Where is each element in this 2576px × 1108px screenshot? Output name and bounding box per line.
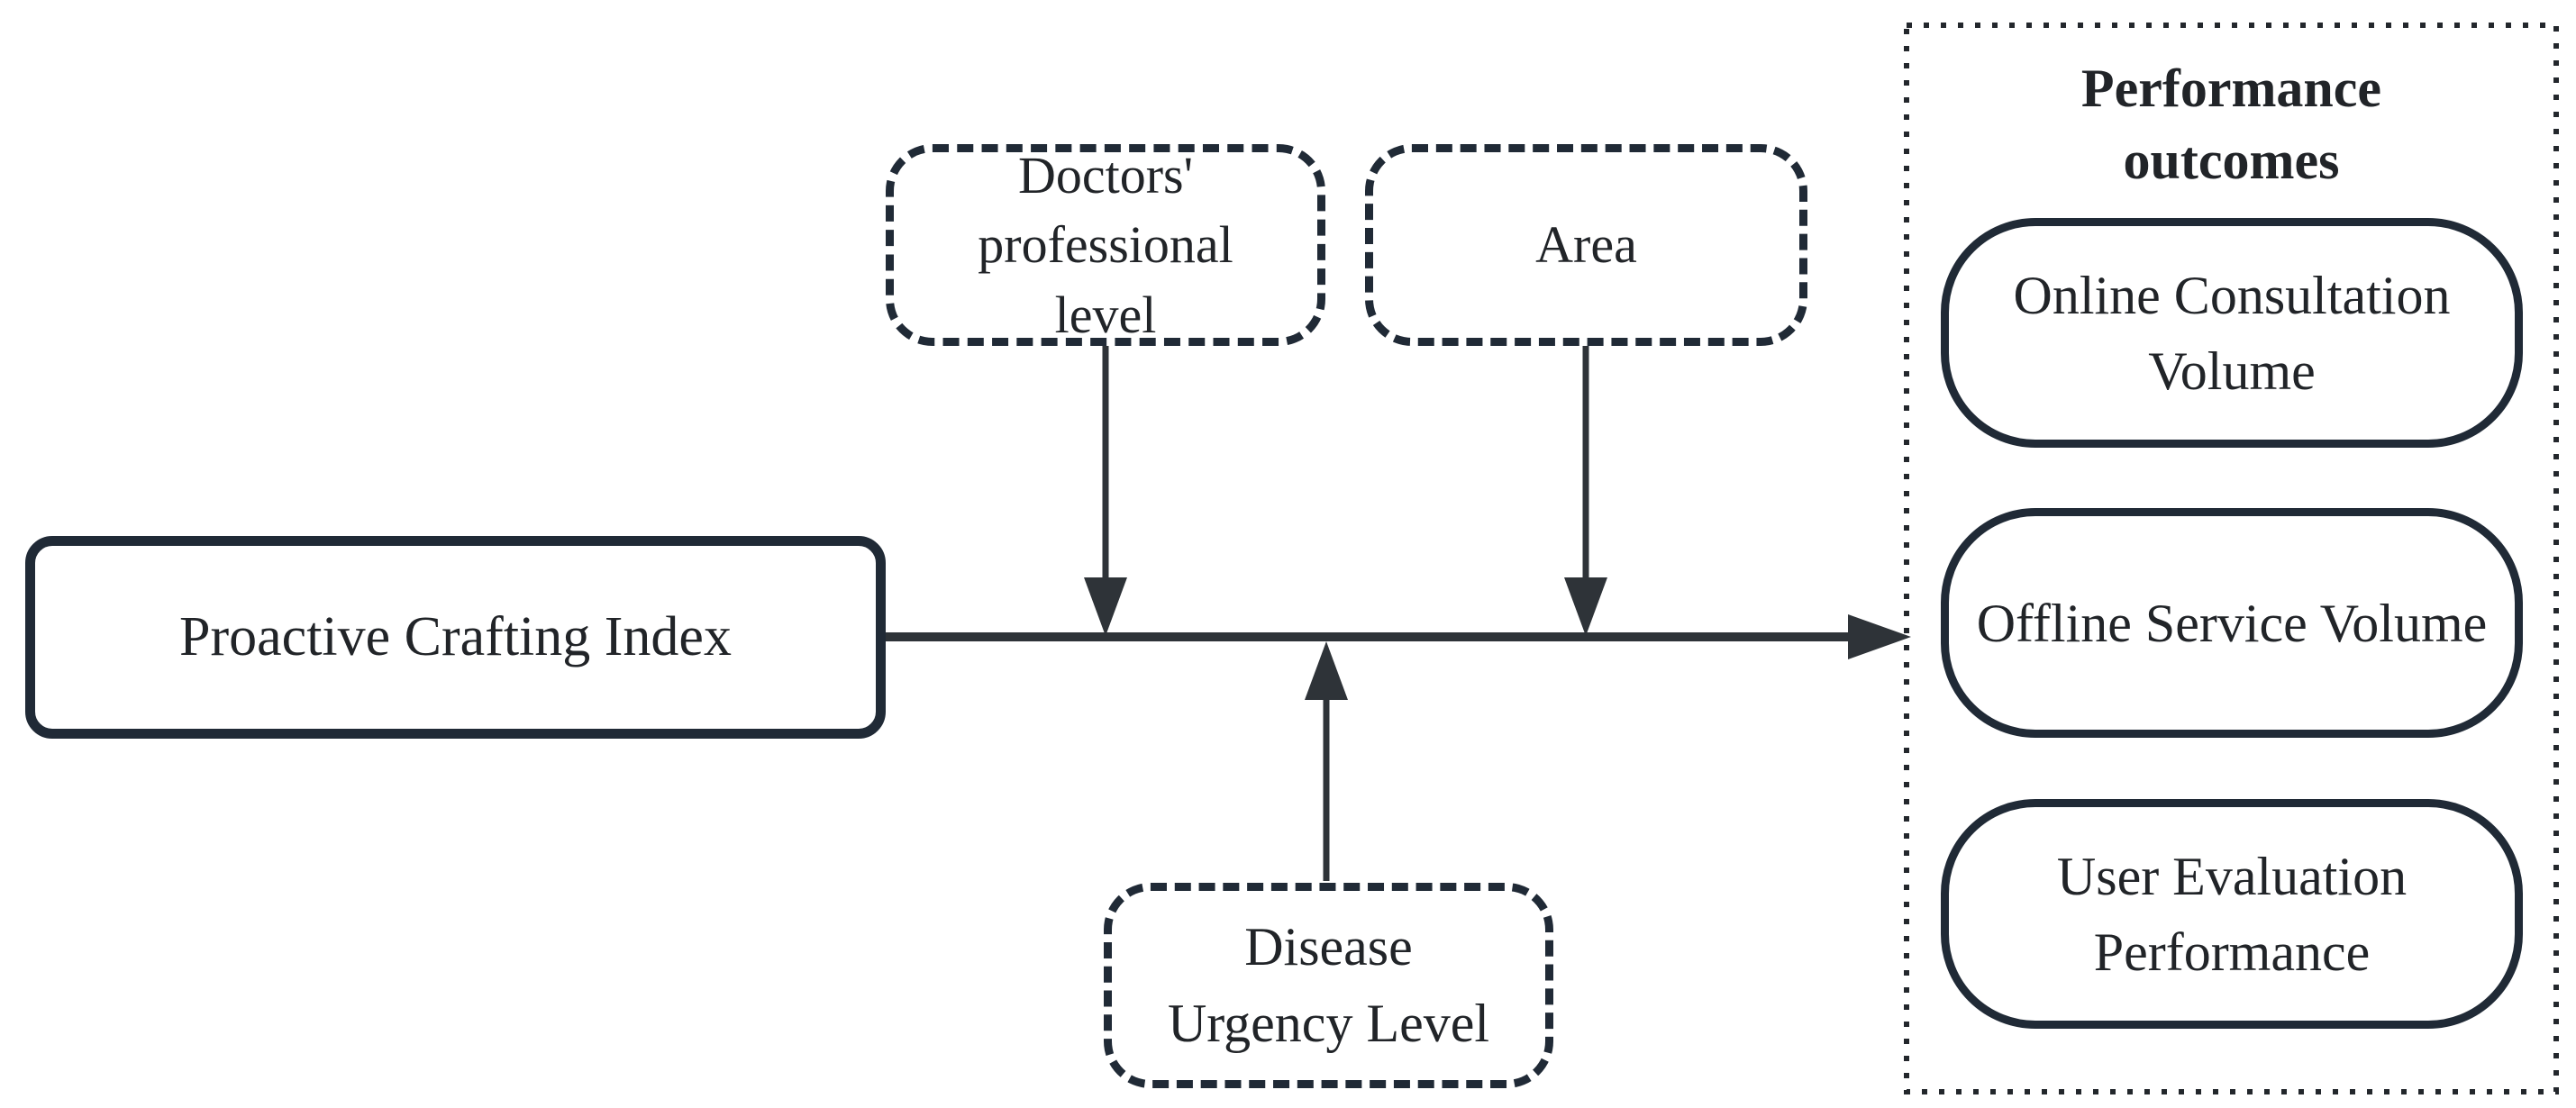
doctors-moderation-arrowhead-icon bbox=[1084, 577, 1127, 636]
independent-variable-box: Proactive Crafting Index bbox=[25, 536, 886, 739]
moderator-disease-urgency-level-box: Disease Urgency Level bbox=[1104, 883, 1553, 1088]
area-moderation-arrowhead-icon bbox=[1564, 577, 1607, 636]
disease-moderation-arrowhead-icon bbox=[1305, 641, 1348, 700]
outcome-user-evaluation-performance-label: User Evaluation Performance bbox=[2056, 846, 2408, 982]
outcome-online-consultation-volume-label: Online Consultation Volume bbox=[2013, 265, 2451, 401]
outcomes-panel-border bbox=[1904, 23, 2559, 1094]
outcome-offline-service-volume-label: Offline Service Volume bbox=[1976, 593, 2488, 653]
performance-outcomes-title: Performance outcomes bbox=[2080, 59, 2382, 190]
main-effect-arrowhead-icon bbox=[1848, 614, 1911, 659]
outcome-user-evaluation-performance-box: User Evaluation Performance bbox=[1941, 799, 2523, 1029]
moderator-doctors-professional-level-label: Doctors' professional level bbox=[978, 146, 1233, 344]
moderator-area-box: Area bbox=[1365, 144, 1807, 346]
performance-outcomes-panel: Performance outcomes Online Consultation… bbox=[1904, 23, 2559, 1094]
outcome-offline-service-volume-box: Offline Service Volume bbox=[1941, 508, 2523, 738]
outcome-online-consultation-volume-box: Online Consultation Volume bbox=[1941, 218, 2523, 448]
moderator-area-label: Area bbox=[1535, 215, 1637, 275]
moderator-disease-urgency-level-label: Disease Urgency Level bbox=[1167, 916, 1490, 1053]
moderator-doctors-professional-level-box: Doctors' professional level bbox=[886, 144, 1325, 346]
independent-variable-label: Proactive Crafting Index bbox=[179, 606, 732, 668]
